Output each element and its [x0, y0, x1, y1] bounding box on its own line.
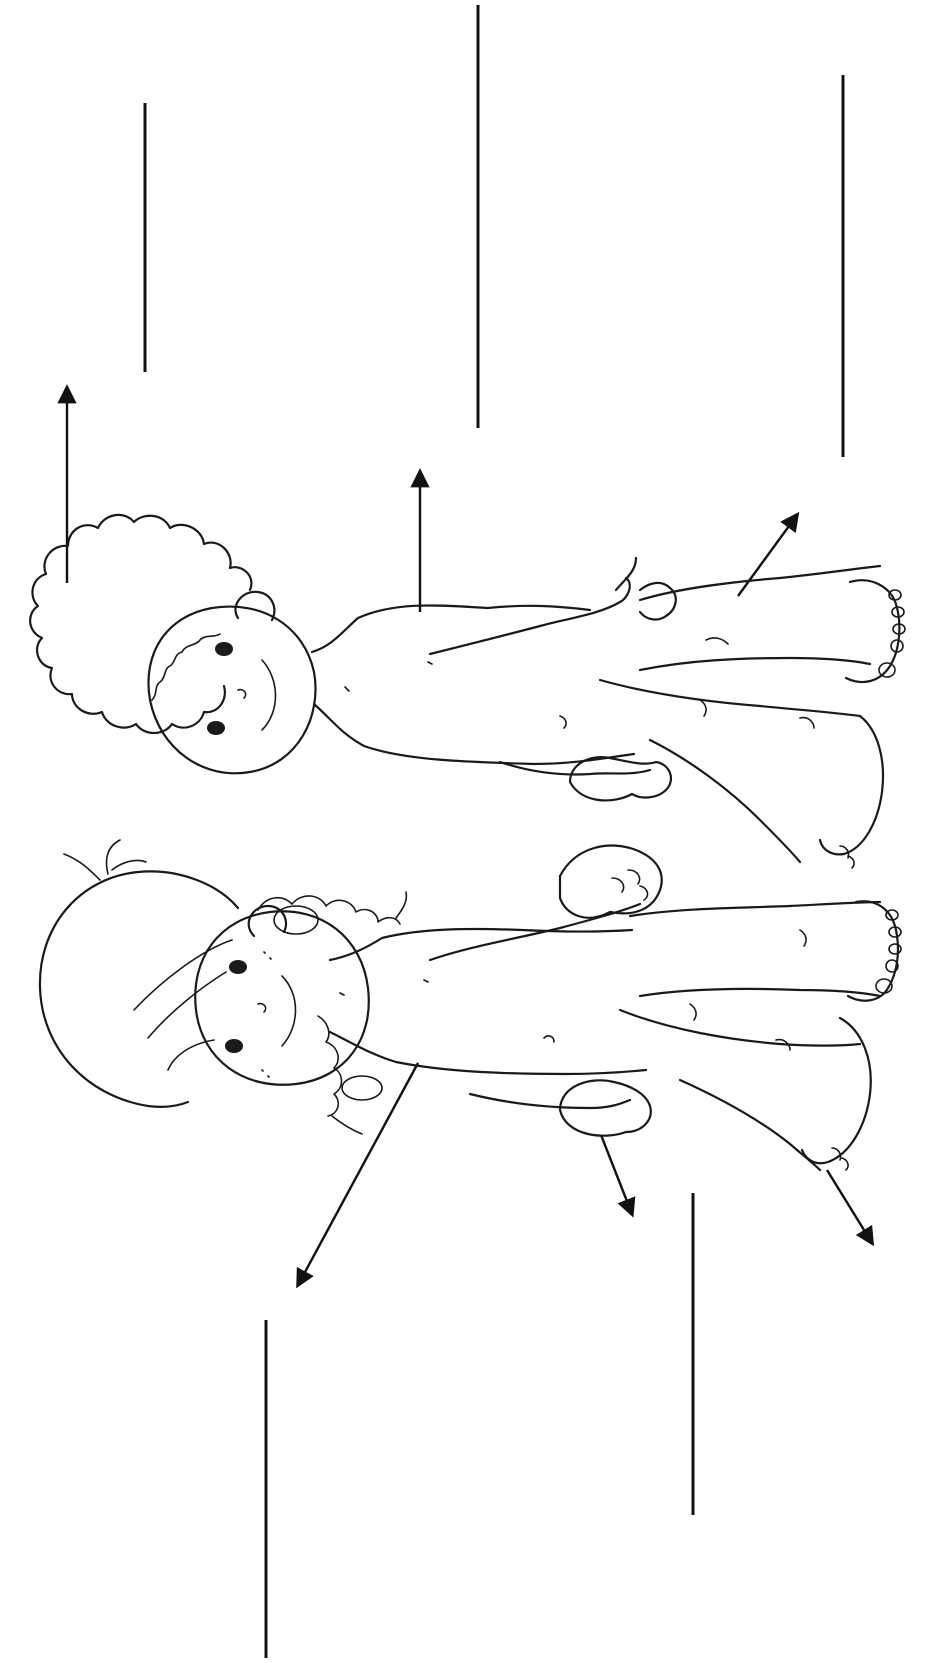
girl-lower-arm	[470, 1094, 630, 1108]
pointer-arrows	[67, 388, 872, 1285]
boy-upper-hand	[640, 583, 676, 620]
girl-hair	[40, 871, 238, 1106]
girl-hair-tuft	[64, 840, 146, 880]
girl-upper-fingers	[612, 870, 647, 900]
arrow-girl-foot	[827, 1170, 872, 1243]
girl-left-eye	[229, 960, 247, 974]
girl-right-eye	[225, 1039, 243, 1053]
boy-upper-leg	[640, 566, 880, 670]
boy-right-eye	[207, 721, 225, 735]
boy-knee-marks	[700, 638, 814, 728]
answer-blanks	[145, 5, 843, 1658]
boy-curly-hair	[30, 515, 251, 733]
girl-upper-hand	[560, 846, 662, 918]
girl-chest-marks	[340, 980, 428, 995]
boy-left-eye	[215, 642, 233, 656]
arrow-boy-hand	[738, 515, 797, 596]
girl-upper-foot	[848, 901, 898, 1000]
boy-upper-toes	[879, 590, 905, 677]
boy-torso	[312, 605, 634, 764]
arrow-girl-hand	[601, 1135, 632, 1214]
girl-face	[195, 911, 369, 1084]
boy-upper-foot	[846, 580, 899, 682]
girl-nose	[258, 1004, 266, 1012]
girl-lower-foot	[802, 1018, 871, 1163]
arrow-girl-arm	[298, 1063, 418, 1285]
girl-mouth	[282, 976, 296, 1046]
girl-bottom-ribbon	[342, 1076, 382, 1100]
girl-upper-leg	[630, 902, 880, 996]
boy-figure	[30, 515, 905, 868]
girl-figure	[40, 840, 901, 1170]
boy-face	[148, 607, 315, 774]
girl-top-braid	[258, 892, 406, 924]
boy-forehead-curls	[152, 634, 220, 700]
girl-lower-leg	[620, 1010, 860, 1170]
girl-bangs	[134, 940, 232, 1070]
girl-belly-button	[544, 1036, 554, 1042]
boy-chest-marks	[345, 662, 432, 691]
boy-lower-foot	[820, 716, 883, 854]
girl-freckles	[262, 952, 271, 1077]
boy-nose	[238, 690, 246, 698]
boy-belly-button	[560, 716, 566, 728]
boy-mouth	[262, 660, 276, 730]
boy-lower-hand	[570, 757, 671, 800]
girl-torso	[330, 929, 646, 1074]
boy-lower-leg	[600, 680, 860, 862]
